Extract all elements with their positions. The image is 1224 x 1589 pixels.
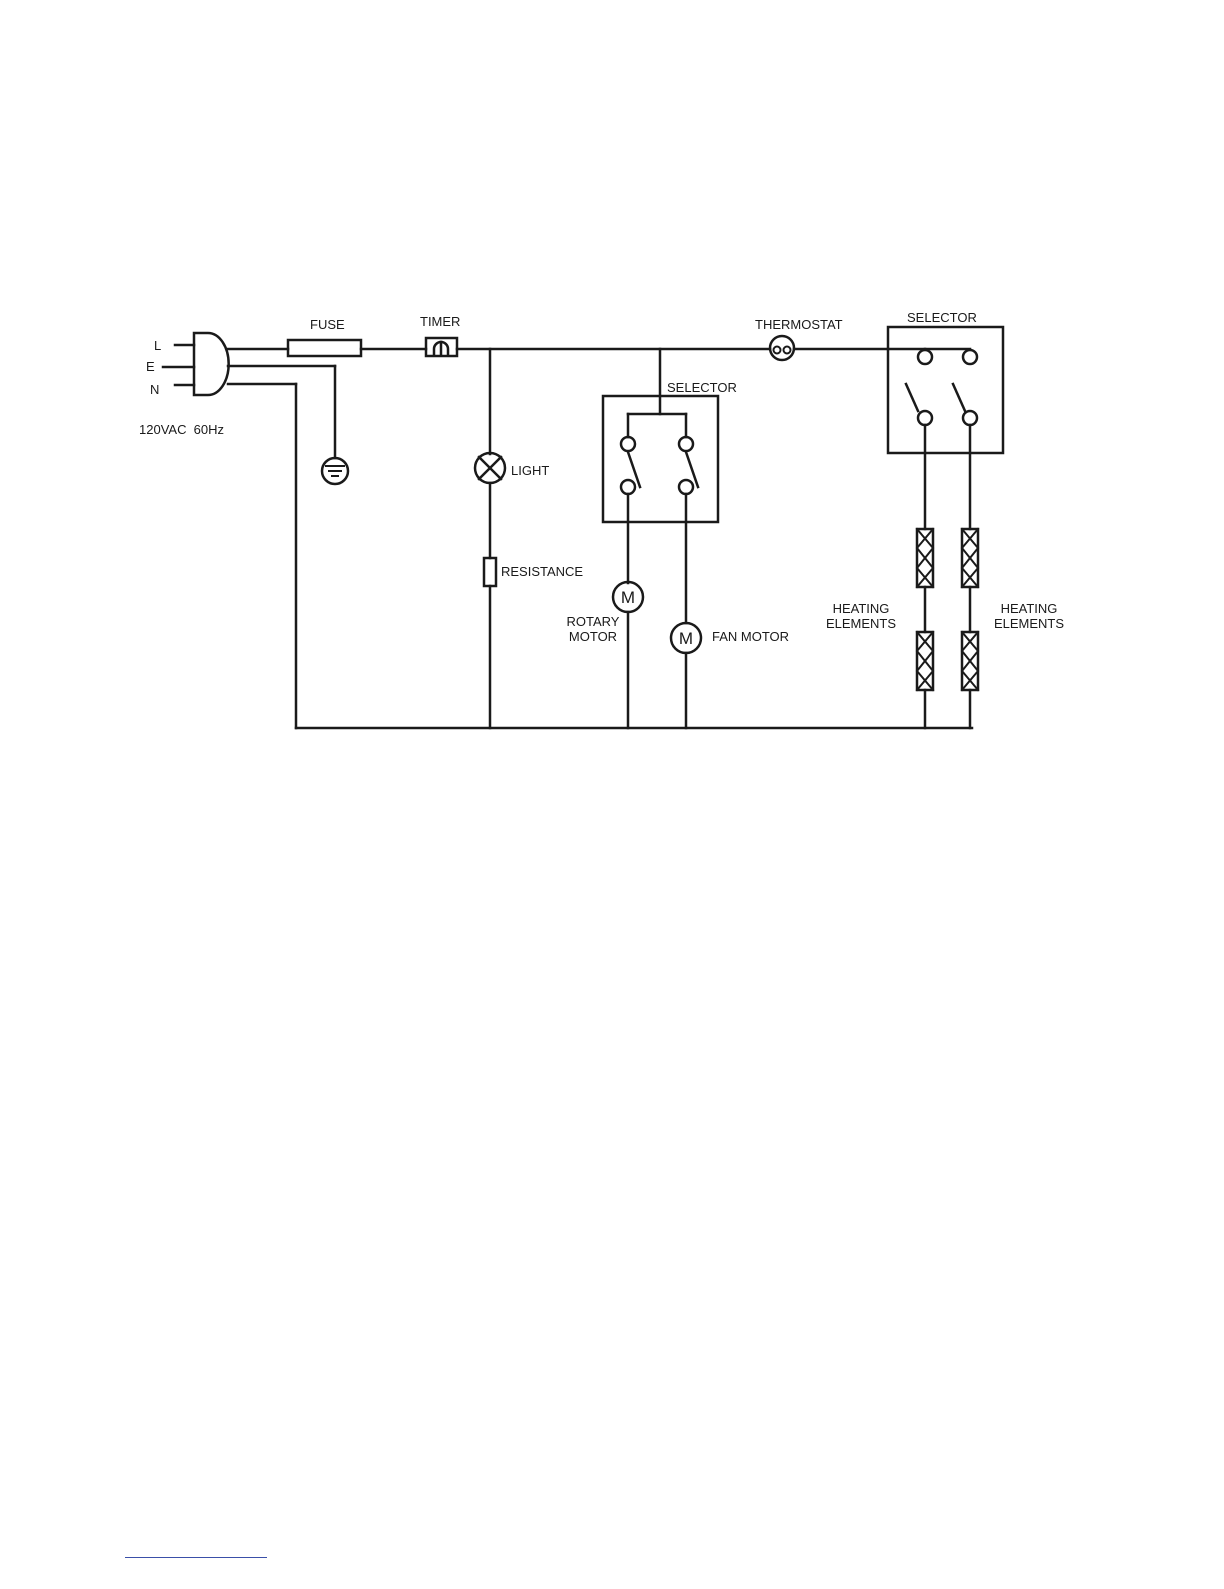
rotary-motor-label-line2: MOTOR bbox=[569, 629, 617, 644]
heating-left-label-line1: HEATING bbox=[833, 601, 890, 616]
selector-heat-box bbox=[888, 327, 1003, 453]
pin-label-e: E bbox=[146, 359, 155, 374]
heating-element-left-lower bbox=[917, 632, 933, 690]
selector-heat-switch-left bbox=[906, 350, 932, 425]
pin-label-n: N bbox=[150, 382, 159, 397]
heating-element-right-upper bbox=[962, 529, 978, 587]
plug-body bbox=[194, 333, 229, 395]
ground-symbol bbox=[322, 458, 348, 484]
timer-label: TIMER bbox=[420, 314, 460, 329]
resistance-symbol bbox=[484, 558, 496, 586]
thermostat-label: THERMOSTAT bbox=[755, 317, 843, 332]
fan-motor-label: FAN MOTOR bbox=[712, 629, 789, 644]
rotary-motor-symbol-letter: M bbox=[621, 588, 635, 607]
selector-main-switch-left bbox=[621, 437, 640, 494]
supply-label: 120VAC 60Hz bbox=[139, 422, 224, 437]
fuse-symbol bbox=[288, 340, 361, 356]
plug-symbol bbox=[163, 333, 229, 395]
heating-element-left-upper bbox=[917, 529, 933, 587]
fuse-label: FUSE bbox=[310, 317, 345, 332]
selector-heat-label: SELECTOR bbox=[907, 310, 977, 325]
selector-heat-switch-right bbox=[953, 350, 977, 425]
resistance-label: RESISTANCE bbox=[501, 564, 583, 579]
heating-right-label-line1: HEATING bbox=[1001, 601, 1058, 616]
fan-motor-symbol-letter: M bbox=[679, 629, 693, 648]
heating-element-right-lower bbox=[962, 632, 978, 690]
pin-label-l: L bbox=[154, 338, 161, 353]
footnote-rule bbox=[125, 1557, 267, 1558]
thermostat-symbol bbox=[770, 336, 794, 360]
light-label: LIGHT bbox=[511, 463, 549, 478]
heating-left-label-line2: ELEMENTS bbox=[826, 616, 896, 631]
rotary-motor-label-line1: ROTARY bbox=[567, 614, 620, 629]
selector-main-label: SELECTOR bbox=[667, 380, 737, 395]
selector-main-switch-right bbox=[679, 437, 698, 494]
light-symbol bbox=[475, 453, 505, 483]
heating-right-label-line2: ELEMENTS bbox=[994, 616, 1064, 631]
timer-symbol bbox=[426, 338, 457, 356]
